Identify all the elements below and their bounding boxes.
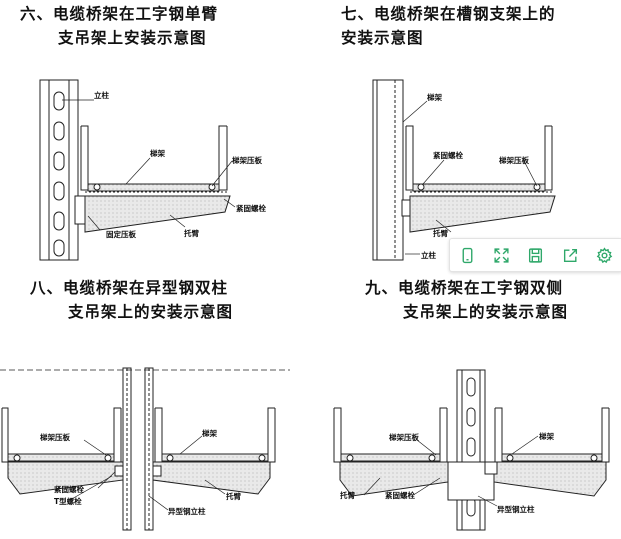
label-eight-clamp: 梯架压板 xyxy=(40,432,70,442)
settings-button[interactable] xyxy=(592,242,618,268)
save-icon xyxy=(529,247,543,263)
bracket-six xyxy=(84,195,231,233)
label-nine-bracket: 托臂 xyxy=(340,490,355,500)
diagram-six xyxy=(39,79,236,261)
label-eight-tbolt: T型螺栓 xyxy=(54,496,82,506)
image-toolbar xyxy=(449,238,621,272)
save-button[interactable] xyxy=(523,242,549,268)
expand-button[interactable] xyxy=(489,242,515,268)
label-six-bracket: 托臂 xyxy=(184,228,199,238)
label-seven-bolt: 紧固螺栓 xyxy=(433,150,463,160)
label-nine-tray: 梯架 xyxy=(539,431,554,441)
label-seven-column: 立柱 xyxy=(421,250,436,260)
label-nine-clamp: 梯架压板 xyxy=(389,432,419,442)
phone-icon xyxy=(462,247,473,263)
label-six-bolt: 紧固螺栓 xyxy=(236,203,266,213)
column-six xyxy=(39,79,79,261)
title-seven: 七、电缆桥架在槽钢支架上的 安装示意图 xyxy=(341,5,556,47)
column-nine xyxy=(456,369,486,531)
label-six-clamp: 梯架压板 xyxy=(232,155,262,165)
share-button[interactable] xyxy=(557,242,583,268)
tray-six xyxy=(80,125,228,191)
diagram-eight xyxy=(0,367,290,531)
bracket-nine-right xyxy=(493,461,607,497)
label-seven-clamp: 梯架压板 xyxy=(499,155,529,165)
label-eight-column: 异型钢立柱 xyxy=(168,506,206,516)
label-eight-bolt: 紧固螺栓 xyxy=(54,484,84,494)
phone-button[interactable] xyxy=(454,242,480,268)
label-seven-bracket: 托臂 xyxy=(433,228,448,238)
label-six-column: 立柱 xyxy=(94,90,109,100)
label-six-plate: 固定压板 xyxy=(106,229,136,239)
fixing-plate-six xyxy=(74,195,86,225)
title-nine: 九、电缆桥架在工字钢双侧 支吊架上的安装示意图 xyxy=(365,279,569,321)
title-six: 六、电缆桥架在工字钢单臂 支吊架上安装示意图 xyxy=(20,5,219,47)
diagram-nine xyxy=(333,369,610,531)
label-six-tray: 梯架 xyxy=(150,148,165,158)
label-eight-tray: 梯架 xyxy=(202,428,217,438)
label-seven-tray: 梯架 xyxy=(427,92,442,102)
column-eight xyxy=(122,367,154,531)
bracket-seven xyxy=(409,195,556,233)
diagram-seven xyxy=(372,79,556,261)
share-icon xyxy=(563,248,577,262)
bracket-eight-right xyxy=(152,461,271,495)
expand-icon xyxy=(494,247,509,263)
title-eight: 八、电缆桥架在异型钢双柱 支吊架上的安装示意图 xyxy=(30,279,234,321)
label-nine-column: 异型钢立柱 xyxy=(497,504,535,514)
settings-icon xyxy=(596,246,613,263)
label-nine-bolt: 紧固螺栓 xyxy=(385,490,415,500)
label-eight-bracket: 托臂 xyxy=(226,491,241,501)
column-seven xyxy=(372,79,404,261)
tray-seven xyxy=(405,125,553,191)
